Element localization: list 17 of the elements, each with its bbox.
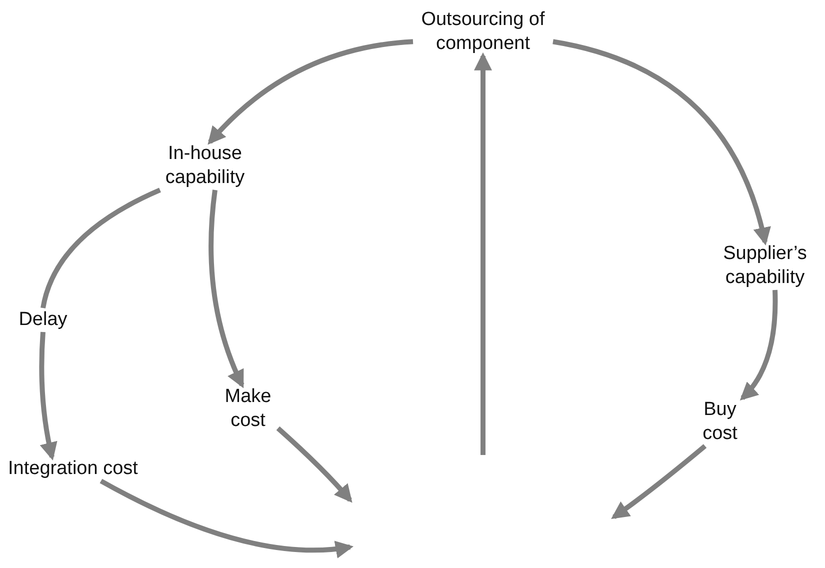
arrow	[474, 52, 492, 455]
node-label: Delay	[13, 308, 73, 332]
arrow	[740, 290, 778, 401]
node-label: In-house capability	[155, 142, 255, 190]
node-label: Buy cost	[695, 398, 745, 446]
node-label: Outsourcing of component	[413, 8, 553, 56]
node-label: Supplier’s capability	[715, 242, 815, 290]
arrow	[276, 426, 352, 503]
arrow	[611, 444, 707, 520]
arrow	[552, 39, 770, 246]
node-label: Make cost	[218, 385, 278, 433]
arrow	[100, 478, 354, 558]
arrow	[208, 39, 414, 145]
node-label: Integration cost	[3, 457, 143, 481]
arrow	[39, 332, 58, 460]
arrow	[208, 190, 244, 388]
connector-line	[40, 188, 162, 309]
